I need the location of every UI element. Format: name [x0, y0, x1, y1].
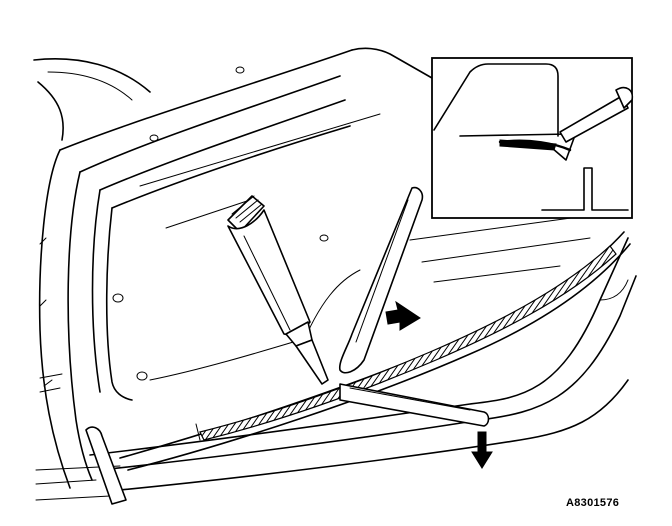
arrow-down-icon — [471, 431, 493, 469]
glass-panel — [105, 66, 381, 401]
roof-panel — [33, 58, 151, 141]
arrow-push-right-icon — [385, 300, 421, 331]
lower-body — [35, 213, 637, 501]
sealant-tube-icon — [227, 195, 329, 385]
hatch-frame — [38, 47, 433, 489]
figure-reference-code: A8301576 — [566, 497, 620, 509]
spatula-tool-icon — [338, 186, 490, 427]
detail-inset — [431, 57, 634, 219]
bracket — [85, 426, 127, 505]
sealant-channel — [119, 231, 631, 471]
